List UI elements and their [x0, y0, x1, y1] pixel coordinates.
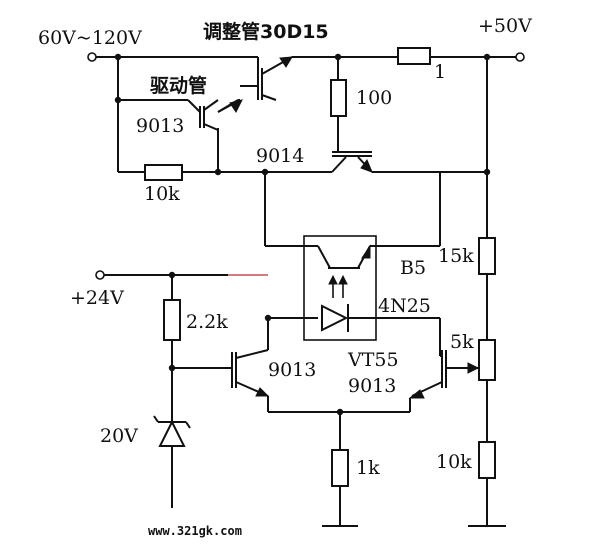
- resistor-10k-top: [144, 164, 183, 181]
- label-opto-part: 4N25: [378, 295, 431, 317]
- transistor-9014-symbol: [331, 138, 373, 173]
- supply-24v-terminal: [95, 270, 105, 280]
- label-r-100: 100: [356, 87, 392, 109]
- label-pass-transistor: 调整管30D15: [203, 20, 329, 43]
- zener-diode-20v: [153, 408, 191, 447]
- resistor-2-2k: [163, 299, 181, 341]
- label-q-vt55: VT55: [347, 349, 399, 371]
- label-opto-ref: B5: [400, 257, 426, 279]
- output-terminal: [515, 52, 525, 62]
- resistor-1: [397, 47, 431, 65]
- optocoupler-4n25: [264, 172, 441, 341]
- label-r-1: 1: [434, 61, 446, 83]
- resistor-1k: [331, 449, 349, 487]
- label-r-10k-top: 10k: [144, 183, 180, 205]
- potentiometer-5k: [478, 339, 496, 381]
- label-supply-24v: +24V: [70, 287, 124, 309]
- label-zener-20v: 20V: [100, 425, 138, 447]
- lower-left-wires: [104, 274, 269, 508]
- driver-transistor-symbol: [199, 99, 243, 131]
- label-q-9013-left: 9013: [268, 359, 316, 381]
- resistor-15k: [478, 237, 496, 275]
- resistor-10k-bottom: [478, 441, 496, 479]
- transistor-9013-left: [231, 349, 270, 397]
- label-r-5k: 5k: [450, 331, 474, 353]
- resistor-100: [330, 79, 347, 117]
- label-r-1k: 1k: [356, 457, 380, 479]
- input-terminal: [87, 52, 97, 62]
- watermark-text: www.321gk.com: [148, 524, 242, 538]
- divider-wires: [468, 274, 506, 527]
- label-q-9013-right: 9013: [348, 375, 396, 397]
- label-input-voltage: 60V~120V: [38, 27, 142, 49]
- label-r-10k-bottom: 10k: [436, 451, 472, 473]
- top-rail-wires: [92, 56, 520, 238]
- label-r-15k: 15k: [438, 245, 474, 267]
- label-output-voltage: +50V: [478, 15, 532, 37]
- label-driver-transistor: 驱动管: [150, 74, 207, 97]
- label-q-9013-top: 9013: [136, 115, 184, 137]
- label-r-2-2k: 2.2k: [186, 311, 228, 333]
- transistor-vt55: [408, 318, 480, 399]
- pass-transistor-symbol: [240, 56, 293, 101]
- label-q-9014: 9014: [256, 145, 304, 167]
